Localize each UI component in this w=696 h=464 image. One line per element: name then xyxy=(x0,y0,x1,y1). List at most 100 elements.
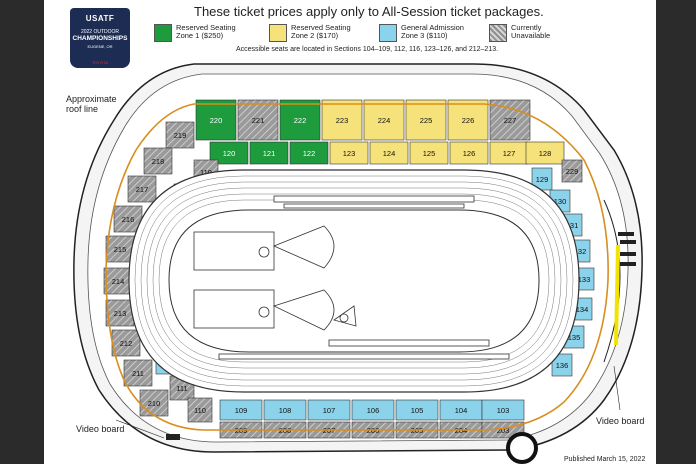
accessible-marker xyxy=(614,244,620,346)
section-212-label: 212 xyxy=(120,339,133,348)
section-123-block xyxy=(329,141,369,165)
roof-line xyxy=(105,103,609,431)
section-215-label: 215 xyxy=(114,245,127,254)
section-222-label: 222 xyxy=(294,116,307,125)
section-220-label: 220 xyxy=(210,116,223,125)
legend-zone2-swatch xyxy=(269,24,287,42)
page-headline: These ticket prices apply only to All-Se… xyxy=(194,4,544,19)
section-218: 218 xyxy=(143,147,173,175)
section-126-block xyxy=(449,141,489,165)
section-225-label: 225 xyxy=(420,116,433,125)
video-board-right-callout: Video board xyxy=(596,416,645,426)
section-220: 220 xyxy=(195,99,237,141)
legend-unavailable: Currently Unavailable xyxy=(489,24,550,42)
section-124-label: 124 xyxy=(383,149,396,158)
section-108: 108 xyxy=(263,399,307,421)
section-107: 107 xyxy=(307,399,351,421)
section-210: 210 xyxy=(139,389,169,417)
section-109-label: 109 xyxy=(235,406,248,415)
section-221: 221 xyxy=(237,99,279,141)
section-123: 123 xyxy=(329,141,369,165)
section-133-label: 133 xyxy=(578,275,591,284)
published-date: Published March 15, 2022 xyxy=(564,456,646,463)
track-lanes xyxy=(134,175,574,387)
legend-zone3-line1: General Admission xyxy=(401,23,464,32)
section-203-label: 203 xyxy=(497,426,510,435)
section-223-label: 223 xyxy=(336,116,349,125)
legend-unavailable-line1: Currently xyxy=(511,23,542,32)
section-109: 109 xyxy=(219,399,263,421)
section-119-label: 119 xyxy=(200,168,212,177)
legend-zone2: Reserved Seating Zone 2 ($170) xyxy=(269,24,351,42)
section-108-label: 108 xyxy=(279,406,292,415)
section-103: 103 xyxy=(481,399,525,421)
section-120-block xyxy=(209,141,249,165)
section-121-label: 121 xyxy=(263,149,276,158)
logo-sponsor: TOYOTA xyxy=(91,60,109,65)
legend-zone2-line2: Zone 2 ($170) xyxy=(291,31,339,40)
legend-unavailable-line2: Unavailable xyxy=(511,31,551,40)
section-229-label: 229 xyxy=(566,167,579,176)
section-227-label: 227 xyxy=(504,116,517,125)
section-222: 222 xyxy=(279,99,321,141)
legend-zone2-line1: Reserved Seating xyxy=(291,23,351,32)
section-224: 224 xyxy=(363,99,405,141)
section-221-block xyxy=(237,99,279,141)
roof-callout-line1: Approximate xyxy=(66,94,117,104)
section-212: 212 xyxy=(111,329,141,357)
section-226-block xyxy=(447,99,489,141)
section-129-label: 129 xyxy=(536,175,549,184)
east-stairs xyxy=(618,232,636,266)
east-concourse xyxy=(603,199,621,363)
section-122-label: 122 xyxy=(303,149,316,158)
event-logo: USATF 2022 OUTDOOR CHAMPIONSHIPS EUGENE,… xyxy=(70,8,130,68)
section-218-block xyxy=(143,147,173,175)
section-214-label: 214 xyxy=(112,277,125,286)
viewer-frame-right xyxy=(656,0,696,464)
section-219-label: 219 xyxy=(174,131,187,140)
section-220-block xyxy=(195,99,237,141)
section-211: 211 xyxy=(123,359,153,387)
section-222-block xyxy=(279,99,321,141)
section-226-label: 226 xyxy=(462,116,475,125)
section-213-label: 213 xyxy=(114,309,127,318)
legend-zone3-line2: Zone 3 ($110) xyxy=(401,31,448,40)
section-128: 128 xyxy=(525,141,565,165)
section-122-block xyxy=(289,141,329,165)
legend-zone3: General Admission Zone 3 ($110) xyxy=(379,24,464,42)
legend-zone1-line2: Zone 1 ($250) xyxy=(176,31,224,40)
section-110: 110 xyxy=(187,397,213,423)
section-221-label: 221 xyxy=(252,116,265,125)
section-217: 217 xyxy=(127,175,157,203)
section-104-label: 104 xyxy=(455,406,468,415)
legend-zone1: Reserved Seating Zone 1 ($250) xyxy=(154,24,236,42)
section-219-block xyxy=(165,121,195,149)
section-131-label: 131 xyxy=(566,221,579,230)
section-212-block xyxy=(111,329,141,357)
section-135-label: 135 xyxy=(568,333,581,342)
section-110-label: 110 xyxy=(194,406,206,415)
section-215-block xyxy=(105,235,135,263)
section-136-block xyxy=(551,353,573,377)
logo-year-line: 2022 OUTDOOR xyxy=(80,29,120,35)
section-120-label: 120 xyxy=(223,149,236,158)
section-215: 215 xyxy=(105,235,135,263)
section-120: 120 xyxy=(209,141,249,165)
legend-unavailable-swatch xyxy=(489,24,507,42)
section-211-label: 211 xyxy=(132,369,144,378)
section-217-block xyxy=(127,175,157,203)
section-128-label: 128 xyxy=(539,149,552,158)
seating-chart-page: 220 221 222 223 224 225 226 227 120 121 122 123 124 1… xyxy=(44,0,656,464)
section-111-label: 111 xyxy=(176,384,187,393)
section-211-block xyxy=(123,359,153,387)
logo-title: CHAMPIONSHIPS xyxy=(72,35,128,42)
section-105-block xyxy=(395,399,439,421)
section-134-label: 134 xyxy=(576,305,589,314)
section-213-block xyxy=(105,299,135,327)
section-125-label: 125 xyxy=(423,149,436,158)
section-103-block xyxy=(481,399,525,421)
section-109-block xyxy=(219,399,263,421)
section-105: 105 xyxy=(395,399,439,421)
section-132-label: 132 xyxy=(574,247,587,256)
legend-zone1-swatch xyxy=(154,24,172,42)
